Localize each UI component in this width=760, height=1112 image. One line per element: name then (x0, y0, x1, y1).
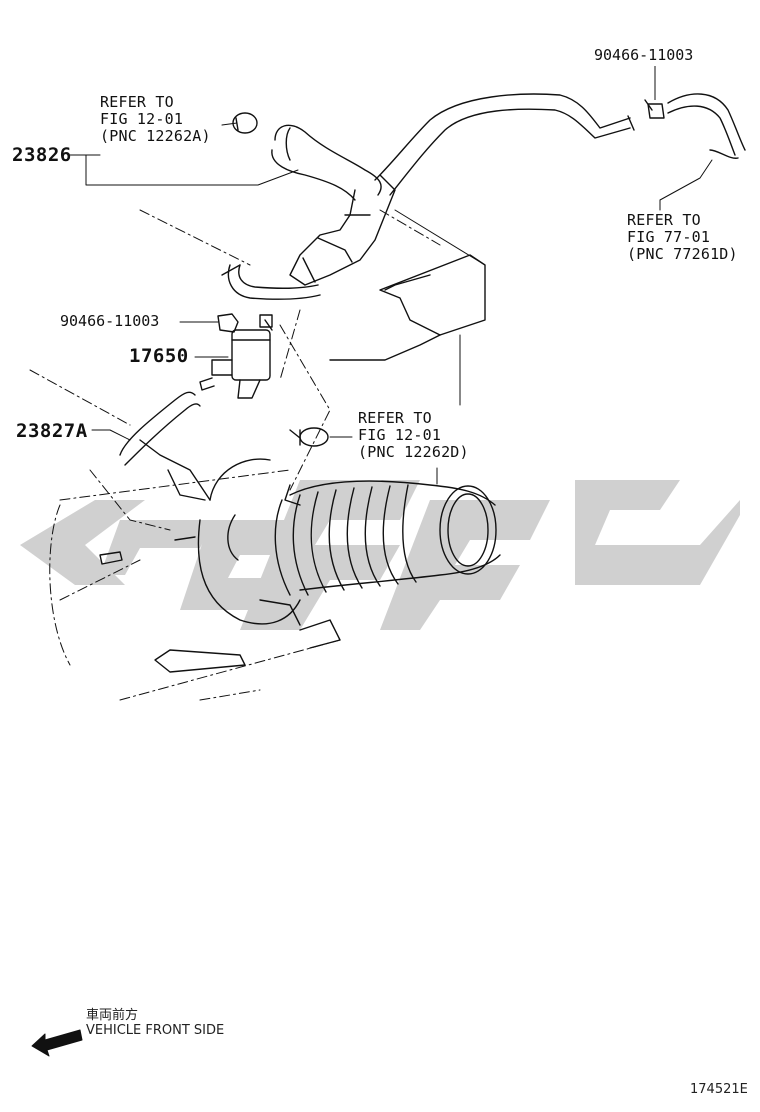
small-hose-mid (227, 264, 321, 300)
reference-top-left-line2: FIG 12-01 (100, 110, 184, 128)
watermark-logo (20, 480, 740, 630)
reference-top-right: REFER TO FIG 77-01 (PNC 77261D) (627, 212, 738, 263)
air-intake-hose (274, 480, 501, 596)
hose-23827a (119, 391, 196, 456)
upper-hose (374, 93, 631, 181)
part-number-17650: 17650 (129, 345, 189, 367)
part-number-clip-top: 90466-11003 (594, 46, 694, 64)
reference-top-left: REFER TO FIG 12-01 (PNC 12262A) (100, 94, 211, 145)
vsv-valve-shape (199, 314, 273, 399)
reference-top-right-line1: REFER TO (627, 211, 701, 229)
reference-top-left-line3: (PNC 12262A) (100, 127, 211, 145)
front-arrow-icon (31, 1029, 83, 1057)
clip-top-shape (647, 103, 665, 119)
reference-top-right-line2: FIG 77-01 (627, 228, 711, 246)
clip-left-shape (217, 313, 239, 333)
part-number-23827a: 23827A (16, 420, 88, 442)
air-cleaner-body (379, 254, 486, 336)
reference-middle: REFER TO FIG 12-01 (PNC 12262D) (358, 410, 469, 461)
reference-top-right-line3: (PNC 77261D) (627, 245, 738, 263)
part-number-clip-left: 90466-11003 (60, 312, 160, 330)
reference-middle-line1: REFER TO (358, 409, 432, 427)
reference-middle-line3: (PNC 12262D) (358, 443, 469, 461)
orientation-japanese: 車両前方 (86, 1008, 139, 1023)
hose-23826 (274, 124, 382, 196)
orientation-english: VEHICLE FRONT SIDE (86, 1023, 225, 1038)
diagram-id: 174521E (690, 1082, 748, 1097)
reference-top-left-line1: REFER TO (100, 93, 174, 111)
part-number-23826: 23826 (12, 144, 72, 166)
reference-middle-line2: FIG 12-01 (358, 426, 442, 444)
